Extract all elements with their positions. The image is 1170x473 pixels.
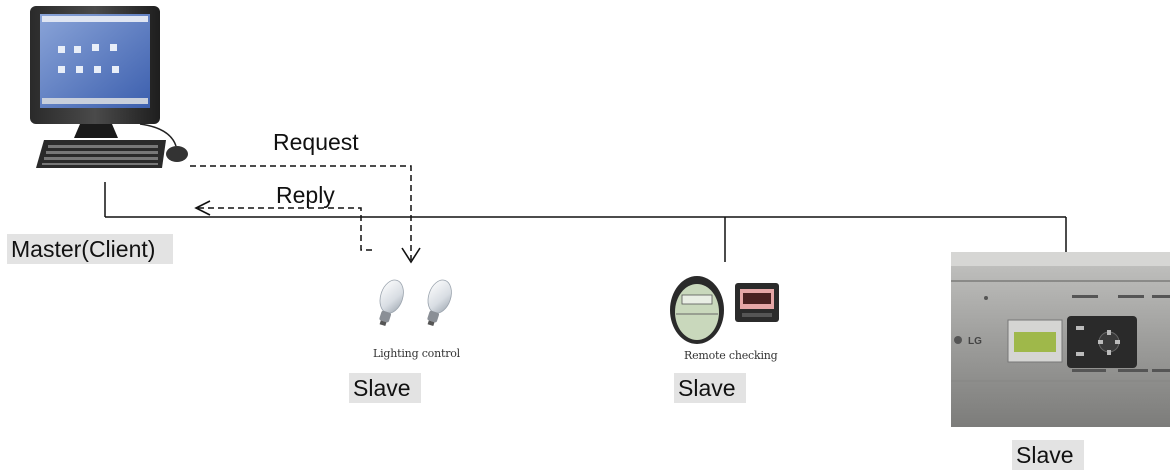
lg-controller-device: LG: [951, 252, 1170, 427]
lg-logo: LG: [968, 336, 982, 347]
reply-path: [197, 207, 372, 251]
slave-label-controller: Slave: [1012, 440, 1084, 470]
master-computer-icon: [30, 6, 188, 168]
bus-lines: [104, 182, 1067, 262]
request-arrowhead: [401, 247, 421, 264]
slave-caption-remote: Remote checking: [684, 349, 778, 362]
slave-label-remote: Slave: [674, 373, 746, 403]
request-label: Request: [273, 129, 359, 155]
reply-label: Reply: [276, 182, 335, 208]
light-bulb-icon: [379, 279, 404, 327]
master-label: Master(Client): [7, 234, 174, 264]
slave-caption-lighting: Lighting control: [373, 347, 460, 360]
request-path: [190, 165, 412, 260]
reply-arrowhead: [194, 200, 211, 216]
digital-meter-icon: [735, 283, 779, 322]
slave-label-lighting: Slave: [349, 373, 421, 403]
light-bulb-icon: [427, 279, 452, 327]
meter-icon: [670, 276, 724, 344]
